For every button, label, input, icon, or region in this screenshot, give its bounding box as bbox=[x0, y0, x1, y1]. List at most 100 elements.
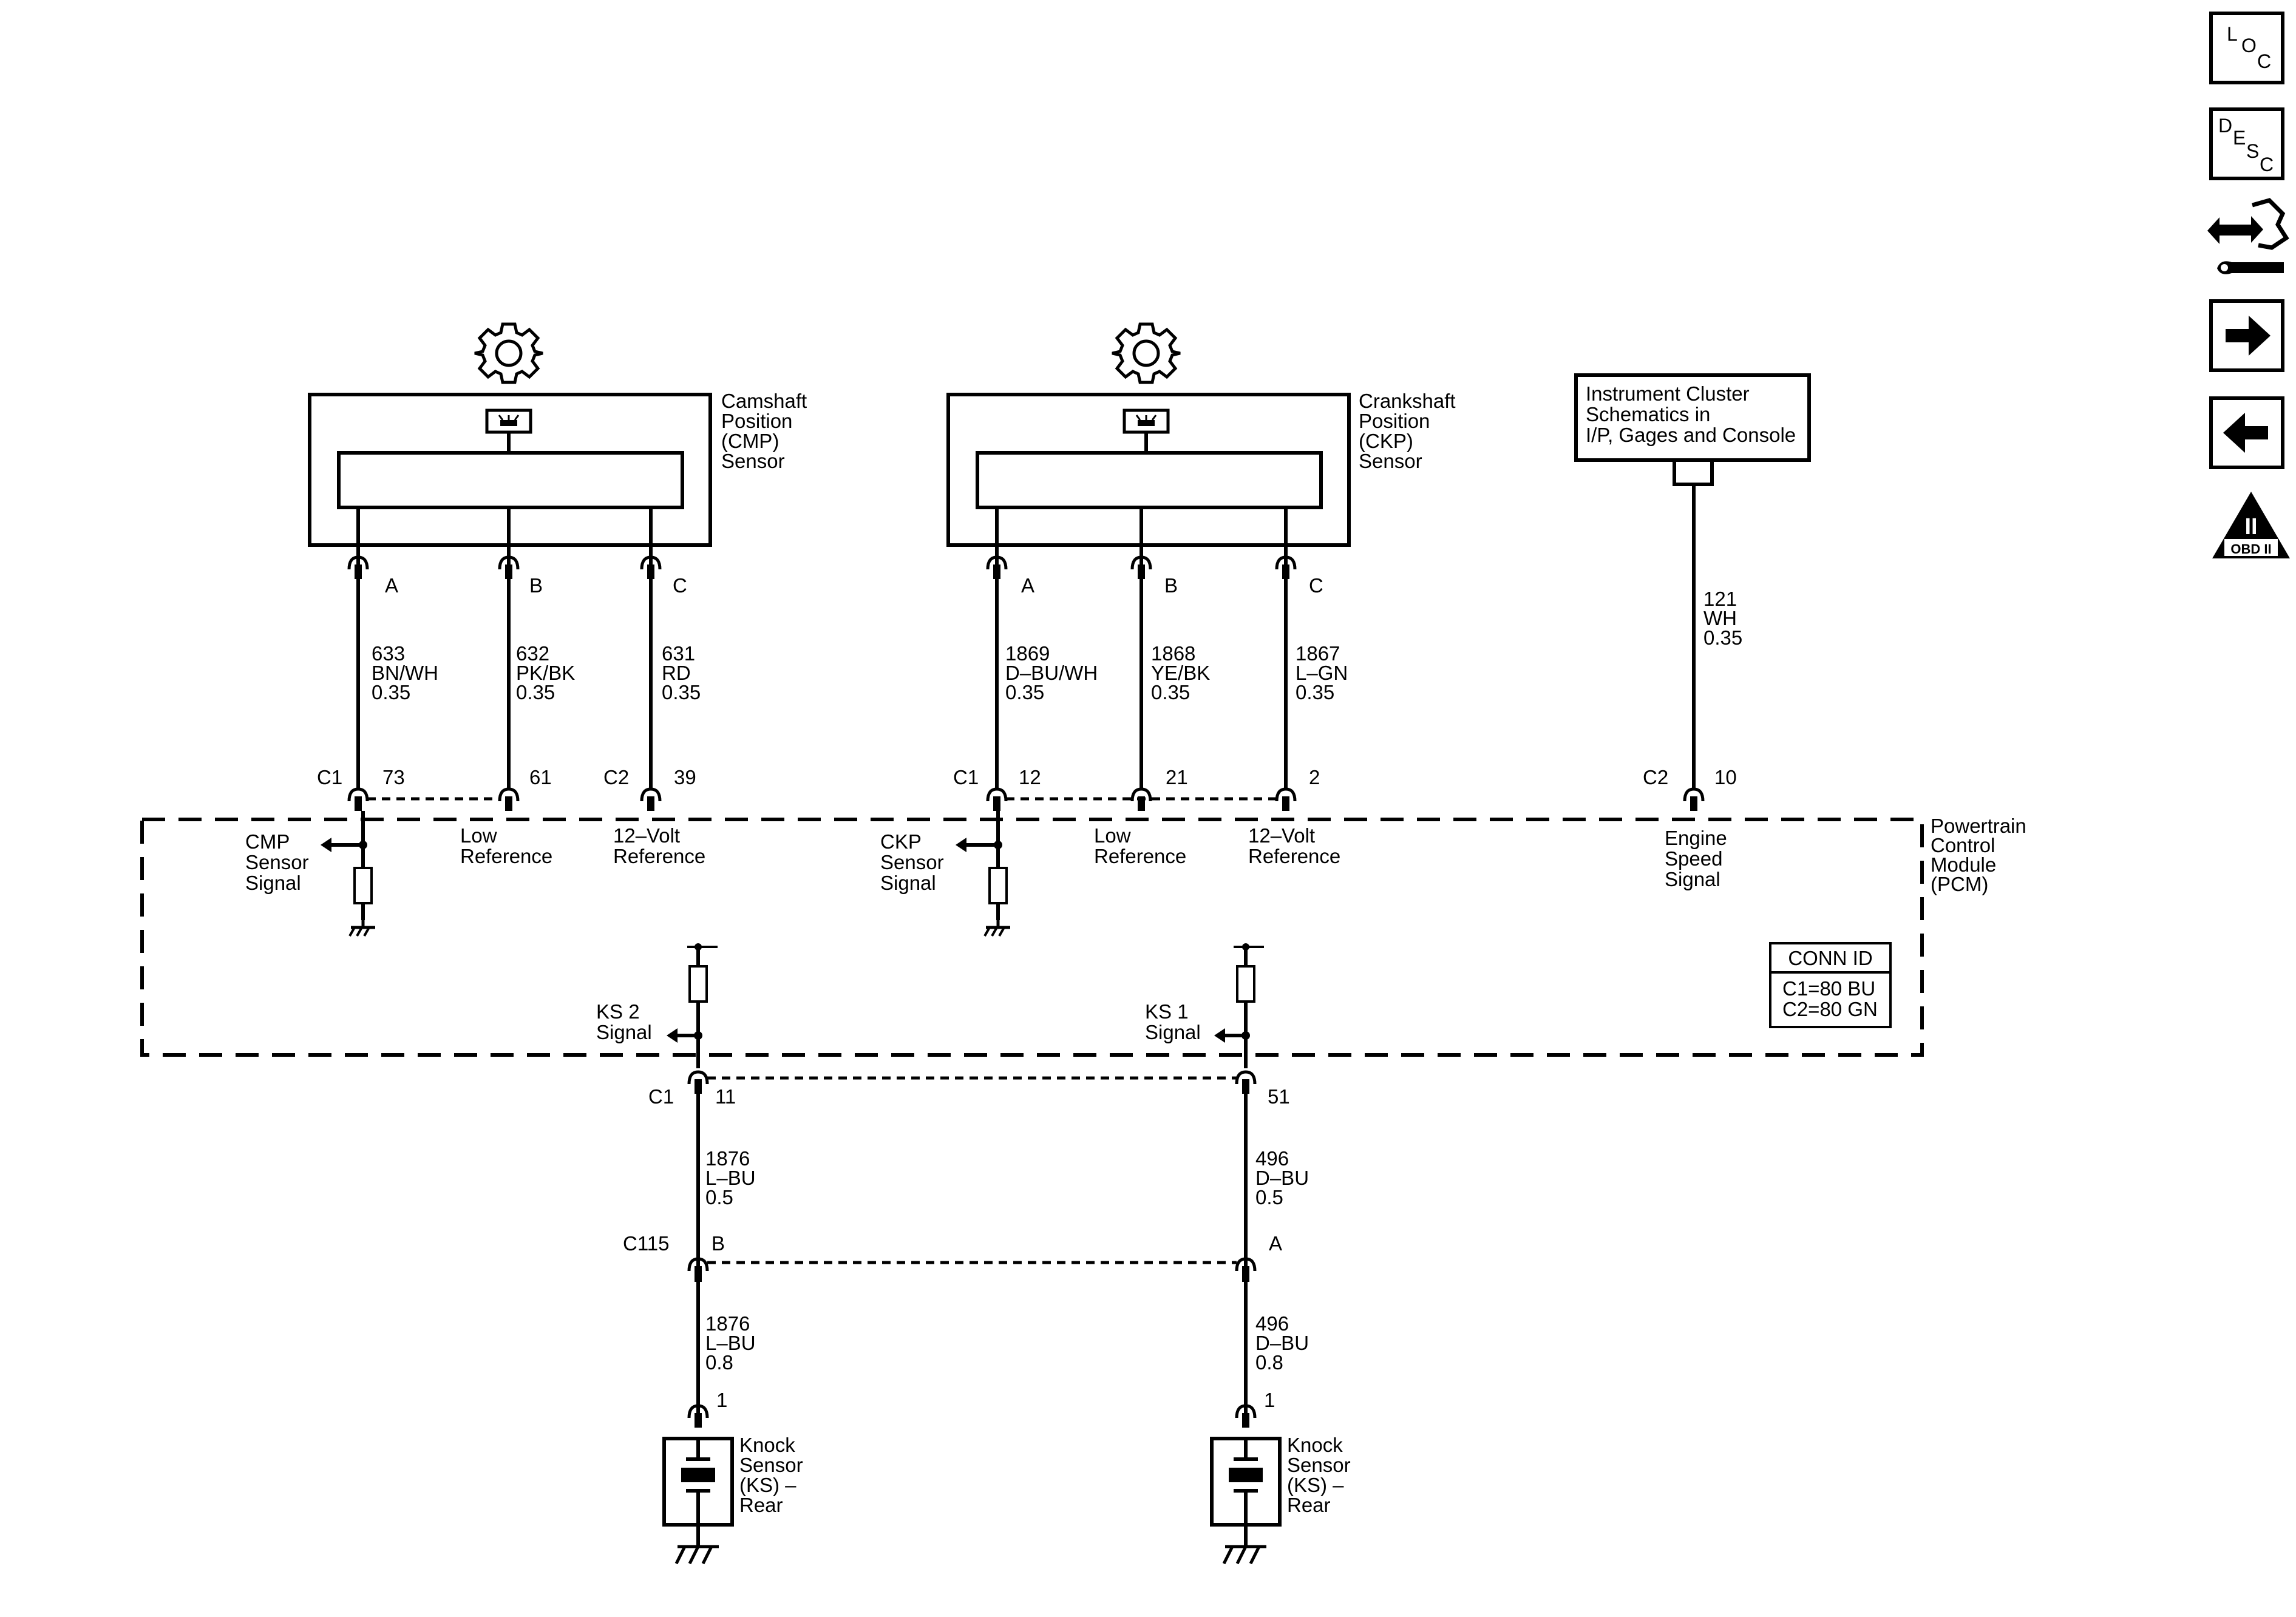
wire-1876-gauge: 0.5 bbox=[705, 1186, 733, 1209]
instrument-cluster-reference[interactable]: Instrument Cluster Schematics in I/P, Ga… bbox=[1574, 373, 1811, 789]
pcm-module: Powertrain Control Module (PCM) CMP Sens… bbox=[140, 811, 2026, 1068]
ckp-label-4: Sensor bbox=[1359, 450, 1422, 472]
gear-icon bbox=[1112, 324, 1180, 382]
wire-631-color: RD bbox=[662, 662, 691, 684]
wire-633-color: BN/WH bbox=[372, 662, 438, 684]
ckp-wires: A B C 1869 D–BU/WH 0.35 1868 YE/BK 0.35 … bbox=[988, 507, 1348, 789]
wire-632-color: PK/BK bbox=[516, 662, 575, 684]
wire-1876-gauge-2: 0.8 bbox=[705, 1351, 733, 1374]
conn-id-title: CONN ID bbox=[1788, 947, 1872, 969]
arrow-left-icon bbox=[667, 1028, 678, 1043]
wire-121-gauge: 0.35 bbox=[1703, 626, 1742, 649]
wire-1869-gauge: 0.35 bbox=[1005, 681, 1044, 703]
wire-1876-color: L–BU bbox=[705, 1167, 756, 1189]
wire-1868-color: YE/BK bbox=[1151, 662, 1210, 684]
ref12v-label-4: Reference bbox=[1248, 845, 1340, 867]
pcm-label-1: Powertrain bbox=[1931, 815, 2026, 837]
loc-letter-c: C bbox=[2257, 50, 2271, 72]
conn-c2-label-2: C2 bbox=[1643, 766, 1668, 788]
wire-496-circuit-2: 496 bbox=[1255, 1312, 1289, 1335]
pin-51-label: 51 bbox=[1268, 1085, 1290, 1108]
low-ref-label-1: Low bbox=[460, 824, 497, 847]
cmp-pin-b: B bbox=[529, 574, 543, 597]
low-ref-label-4: Reference bbox=[1094, 845, 1186, 867]
cmp-sensor: Camshaft Position (CMP) Sensor bbox=[308, 324, 807, 547]
previous-page-button[interactable] bbox=[2209, 396, 2284, 469]
loc-button[interactable]: L O C bbox=[2209, 12, 2284, 84]
pcm-pin-2-connector bbox=[1277, 789, 1295, 811]
ks-left-pin: 1 bbox=[716, 1389, 727, 1411]
ks-left-label-4: Rear bbox=[739, 1494, 783, 1516]
cmp-pin-a: A bbox=[385, 574, 398, 597]
gear-icon bbox=[475, 324, 543, 382]
ks-left-label-1: Knock bbox=[739, 1434, 795, 1456]
c115-pin-a: A bbox=[1269, 1232, 1282, 1255]
knock-sensor-left: Knock Sensor (KS) – Rear bbox=[664, 1434, 803, 1564]
conn-c1-label: C1 bbox=[317, 766, 342, 788]
obd-label: OBD II bbox=[2230, 541, 2271, 557]
engine-speed-label-1: Engine bbox=[1665, 827, 1727, 849]
inline-connector-c115: C115 B A bbox=[623, 1232, 1282, 1282]
ks1-label-1: KS 1 bbox=[1145, 1000, 1189, 1023]
pcm-pin-61-connector bbox=[500, 789, 518, 811]
ic-label-1: Instrument Cluster bbox=[1586, 382, 1750, 405]
wire-1868-gauge: 0.35 bbox=[1151, 681, 1190, 703]
ks1-label-2: Signal bbox=[1145, 1021, 1201, 1043]
ground-icon bbox=[350, 917, 375, 936]
ks-left-label-3: (KS) – bbox=[739, 1474, 796, 1496]
desc-button[interactable]: D E S C bbox=[2209, 107, 2284, 180]
cmp-label-1: Camshaft bbox=[721, 390, 807, 412]
conn-id-c2: C2=80 GN bbox=[1782, 998, 1878, 1020]
knock-sensor-right: Knock Sensor (KS) – Rear bbox=[1212, 1434, 1351, 1564]
wire-631-gauge: 0.35 bbox=[662, 681, 701, 703]
engine-speed-wire: 121 WH 0.35 bbox=[1703, 588, 1742, 649]
cmp-label-3: (CMP) bbox=[721, 430, 779, 452]
ckp-label-2: Position bbox=[1359, 410, 1430, 432]
wire-1867-circuit: 1867 bbox=[1296, 642, 1340, 665]
ref12v-label-3: 12–Volt bbox=[1248, 824, 1315, 847]
knock-sensor-wiring: C1 11 51 1876 L–BU 0.5 496 D–BU 0.5 C115… bbox=[623, 1072, 1309, 1428]
c115-pin-b: B bbox=[712, 1232, 725, 1255]
ks-right-label-1: Knock bbox=[1287, 1434, 1343, 1456]
ks2-label-1: KS 2 bbox=[596, 1000, 640, 1023]
wire-496-gauge: 0.5 bbox=[1255, 1186, 1283, 1209]
ckp-label-1: Crankshaft bbox=[1359, 390, 1456, 412]
ckp-label-3: (CKP) bbox=[1359, 430, 1413, 452]
cmp-signal-label-2: Sensor bbox=[245, 851, 309, 873]
wire-632-circuit: 632 bbox=[516, 642, 549, 665]
pin-61-label: 61 bbox=[529, 766, 552, 788]
conn-c2-label: C2 bbox=[603, 766, 629, 788]
pcm-pin-39-connector bbox=[642, 789, 660, 811]
desc-letter-e: E bbox=[2233, 127, 2246, 149]
ground-icon bbox=[985, 917, 1010, 936]
wire-496-gauge-2: 0.8 bbox=[1255, 1351, 1283, 1374]
low-ref-label-2: Reference bbox=[460, 845, 552, 867]
wire-1876-circuit: 1876 bbox=[705, 1147, 750, 1170]
connector-tool-icon[interactable] bbox=[2207, 198, 2289, 274]
pin-39-label: 39 bbox=[674, 766, 696, 788]
engine-speed-label-2: Speed bbox=[1665, 847, 1722, 870]
cmp-pin-c: C bbox=[673, 574, 687, 597]
pcm-pin-73-connector bbox=[349, 789, 367, 811]
ic-label-2: Schematics in bbox=[1586, 403, 1710, 425]
pin-10-label: 10 bbox=[1714, 766, 1737, 788]
engine-speed-label-3: Signal bbox=[1665, 868, 1720, 890]
ks-left-label-2: Sensor bbox=[739, 1454, 803, 1476]
ckp-pin-b: B bbox=[1164, 574, 1178, 597]
ic-label-3: I/P, Gages and Console bbox=[1586, 424, 1796, 446]
ckp-pin-c: C bbox=[1309, 574, 1323, 597]
loc-letter-o: O bbox=[2241, 35, 2257, 56]
next-page-button[interactable] bbox=[2209, 299, 2284, 372]
ckp-sensor: Crankshaft Position (CKP) Sensor bbox=[946, 324, 1456, 547]
pin-21-label: 21 bbox=[1166, 766, 1188, 788]
pin-73-label: 73 bbox=[382, 766, 405, 788]
arrow-left-icon bbox=[321, 838, 331, 852]
sensor-plug-icon bbox=[1124, 410, 1168, 432]
arrow-left-icon bbox=[956, 838, 966, 852]
nav-buttons: L O C D E S C II O bbox=[2207, 12, 2290, 558]
wire-633-circuit: 633 bbox=[372, 642, 405, 665]
ground-icon bbox=[1224, 1547, 1266, 1564]
obd-ii-icon[interactable]: II OBD II bbox=[2212, 492, 2290, 558]
pcm-pin-12-connector bbox=[988, 789, 1006, 811]
